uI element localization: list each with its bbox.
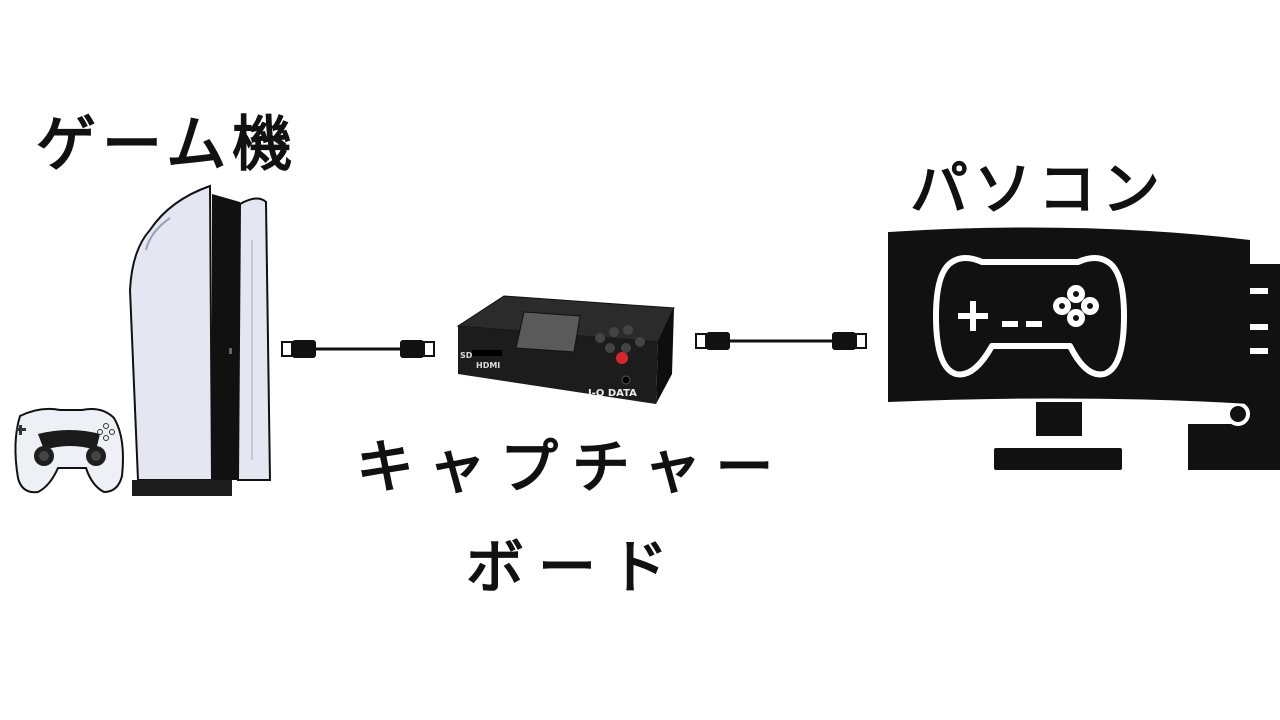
hdmi-cable-icon (695, 332, 867, 350)
record-button-icon (616, 352, 628, 364)
game-console-icon (14, 184, 272, 496)
sd-card-slot-label: SD (460, 351, 473, 360)
gamepad-screen-icon (933, 255, 1127, 378)
hdmi-cable-icon (281, 340, 435, 358)
ps5-console-icon (128, 184, 272, 496)
capture-board-label-line1: キャプチャー (356, 433, 788, 501)
hdmi-port-label: HDMI (476, 361, 500, 370)
pc-label: パソコン (910, 155, 1167, 223)
game-console-label: ゲーム機 (36, 110, 299, 180)
capture-board-icon: SD HDMI I-O DATA (456, 295, 675, 404)
capture-board-label-line2: ボード (466, 533, 683, 601)
pc-tower-icon (1188, 264, 1280, 470)
pc-monitor-tower-icon (888, 227, 1280, 470)
hdmi-cable-left (281, 340, 435, 358)
hdmi-cable-right (695, 332, 867, 350)
capture-brand-label: I-O DATA (588, 388, 637, 399)
pc-monitor-icon (888, 227, 1250, 470)
gamepad-controller-icon (14, 407, 124, 494)
